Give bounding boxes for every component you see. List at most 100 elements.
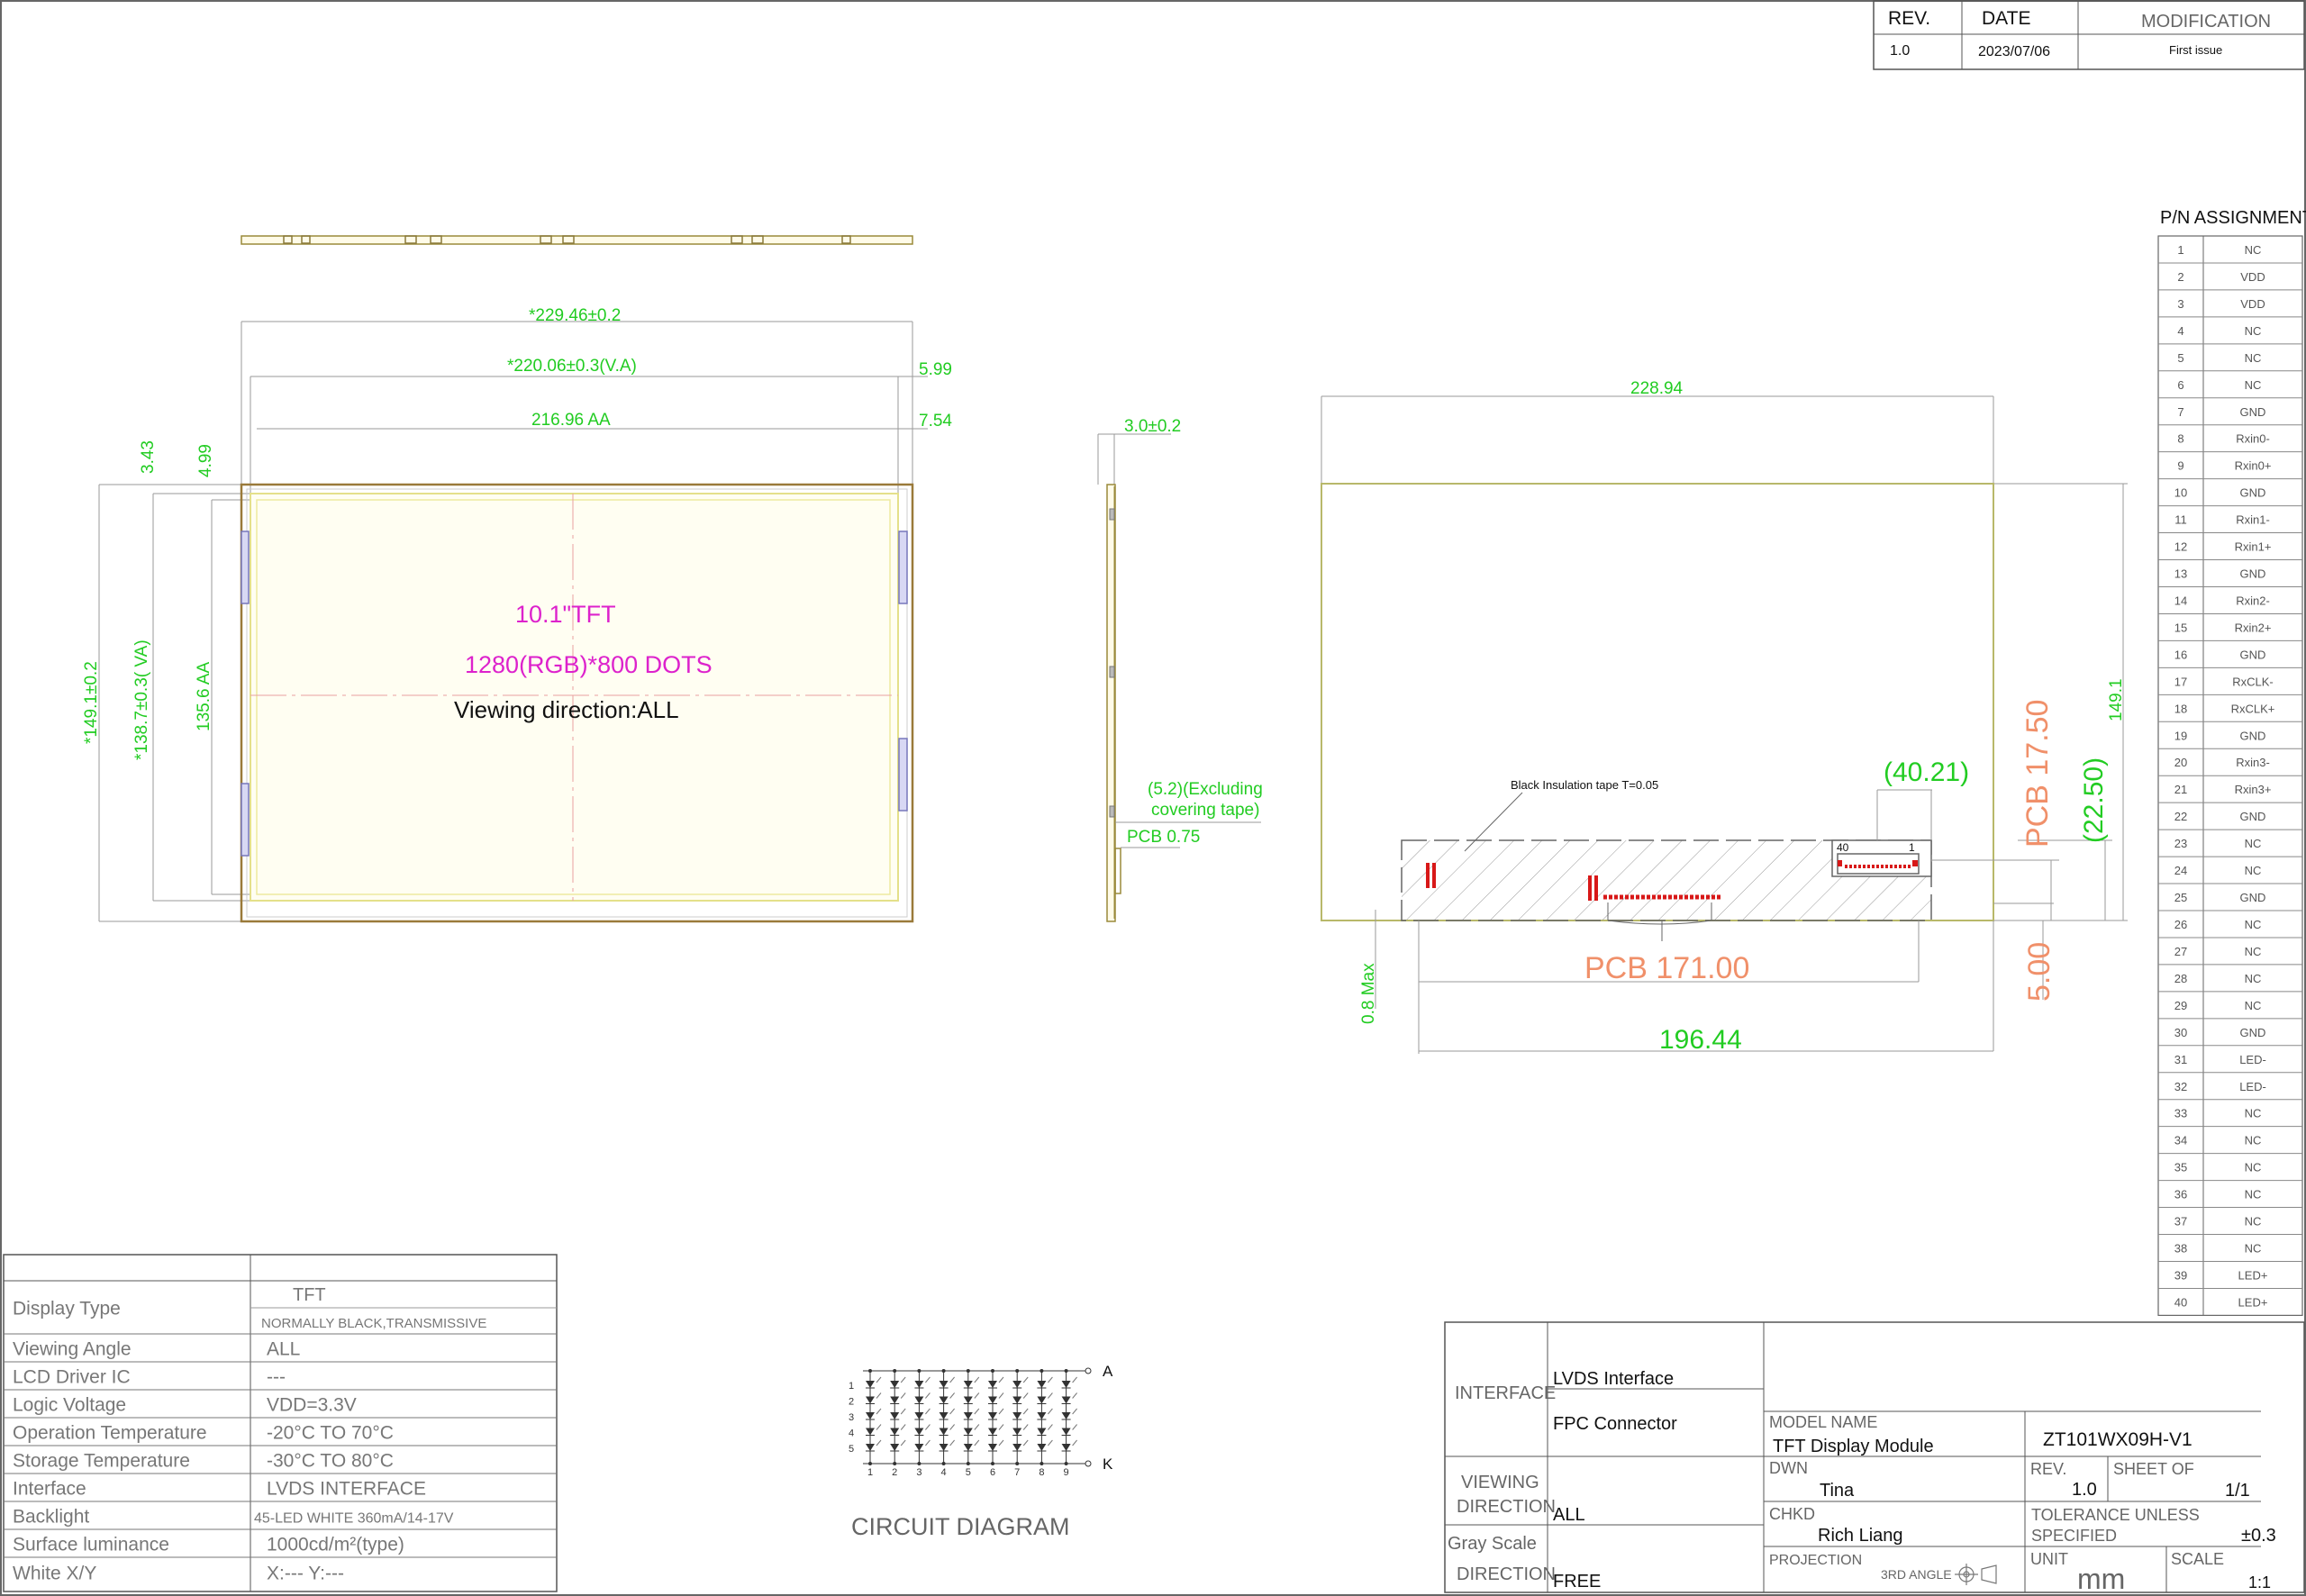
pin-signal: NC bbox=[2245, 243, 2262, 257]
pin-number: 25 bbox=[2174, 891, 2187, 904]
spec-value: LVDS INTERFACE bbox=[267, 1479, 426, 1500]
spec-value: 45-LED WHITE 360mA/14-17V bbox=[254, 1511, 454, 1527]
spec-label: Backlight bbox=[13, 1507, 89, 1528]
pin-number: 7 bbox=[2177, 405, 2183, 419]
circuit-row-label: 5 bbox=[849, 1444, 854, 1455]
rev-value-tb: 1.0 bbox=[2072, 1480, 2097, 1500]
circuit-column-label: 4 bbox=[941, 1467, 947, 1478]
pin-signal: GND bbox=[2240, 729, 2266, 742]
pin-number: 32 bbox=[2174, 1080, 2187, 1093]
dwn-label: DWN bbox=[1769, 1459, 1808, 1477]
dim-va-width: *220.06±0.3(V.A) bbox=[507, 357, 637, 376]
pin-signal: NC bbox=[2245, 972, 2262, 985]
pin-number: 21 bbox=[2174, 783, 2187, 796]
date-header: DATE bbox=[1982, 8, 2030, 29]
sheet-value: 1/1 bbox=[2225, 1481, 2250, 1501]
model-name-value: TFT Display Module bbox=[1773, 1437, 1934, 1456]
circuit-row-label: 3 bbox=[849, 1412, 854, 1423]
sheet-label: SHEET OF bbox=[2113, 1460, 2194, 1478]
pin-signal: NC bbox=[2245, 378, 2262, 392]
circuit-column-label: 5 bbox=[966, 1467, 971, 1478]
part-number: ZT101WX09H-V1 bbox=[2043, 1429, 2193, 1450]
dim-overall-width: *229.46±0.2 bbox=[529, 306, 621, 325]
rev-header: REV. bbox=[1888, 8, 1930, 29]
dim-overall-height: *149.1±0.2 bbox=[82, 661, 101, 744]
dim-right-599: 5.99 bbox=[919, 360, 952, 379]
pin-signal: GND bbox=[2240, 810, 2266, 823]
circuit-row-label: 4 bbox=[849, 1428, 854, 1439]
pin-number: 18 bbox=[2174, 702, 2187, 715]
led-diode-icon bbox=[1037, 1444, 1047, 1451]
led-diode-icon bbox=[988, 1428, 997, 1436]
modification-header: MODIFICATION bbox=[2141, 12, 2271, 32]
spec-label: Viewing Angle bbox=[13, 1339, 132, 1360]
pin-signal: Rxin2- bbox=[2236, 594, 2270, 607]
led-diode-icon bbox=[1037, 1396, 1047, 1404]
pin-number: 17 bbox=[2174, 675, 2187, 688]
title-block: INTERFACE LVDS Interface FPC Connector V… bbox=[1444, 1321, 2305, 1595]
tolerance-label-2: SPECIFIED bbox=[2031, 1527, 2117, 1545]
pin-number: 6 bbox=[2177, 378, 2183, 392]
led-diode-icon bbox=[914, 1444, 924, 1451]
circuit-row-label: 2 bbox=[849, 1397, 854, 1408]
scale-value: 1:1 bbox=[2248, 1573, 2271, 1591]
revision-table: REV. DATE MODIFICATION 1.0 2023/07/06 Fi… bbox=[1873, 0, 2305, 70]
circuit-column-label: 7 bbox=[1014, 1467, 1020, 1478]
circuit-cathode-label: K bbox=[1103, 1455, 1113, 1473]
spec-value: TFT bbox=[293, 1285, 326, 1305]
led-diode-icon bbox=[1037, 1381, 1047, 1388]
led-diode-icon bbox=[1037, 1428, 1047, 1436]
pin-number: 33 bbox=[2174, 1107, 2187, 1120]
dim-rear-width: 228.94 bbox=[1630, 379, 1684, 398]
pin-signal: NC bbox=[2245, 351, 2262, 365]
projection-value: 3RD ANGLE bbox=[1881, 1567, 1952, 1582]
gray-scale-value: FREE bbox=[1553, 1572, 1601, 1591]
rev-label: REV. bbox=[2030, 1460, 2066, 1478]
pin-number: 24 bbox=[2174, 864, 2187, 877]
pin-number: 4 bbox=[2177, 324, 2183, 338]
pin-signal: GND bbox=[2240, 405, 2266, 419]
led-diode-icon bbox=[914, 1428, 924, 1436]
led-diode-icon bbox=[1061, 1444, 1071, 1451]
pin-number: 30 bbox=[2174, 1026, 2187, 1039]
viewing-area bbox=[250, 493, 899, 902]
pin-number: 38 bbox=[2174, 1242, 2187, 1256]
dim-va-height: *138.7±0.3( VA) bbox=[132, 639, 151, 760]
connector-pin-40: 40 bbox=[1837, 841, 1849, 854]
spec-value: NORMALLY BLACK,TRANSMISSIVE bbox=[261, 1316, 486, 1331]
pin-signal: Rxin0- bbox=[2236, 432, 2270, 446]
led-diode-icon bbox=[939, 1444, 949, 1451]
led-diode-icon bbox=[866, 1444, 875, 1451]
pin-signal: RxCLK+ bbox=[2231, 702, 2275, 715]
pin-number: 37 bbox=[2174, 1215, 2187, 1229]
spec-label: Interface bbox=[13, 1479, 86, 1500]
led-diode-icon bbox=[890, 1428, 900, 1436]
pin-number: 29 bbox=[2174, 999, 2187, 1012]
pin-signal: Rxin2+ bbox=[2235, 621, 2272, 634]
pin-signal: NC bbox=[2245, 945, 2262, 958]
pin-signal: NC bbox=[2245, 1134, 2262, 1147]
pin-number: 31 bbox=[2174, 1053, 2187, 1066]
pin-number: 34 bbox=[2174, 1134, 2187, 1147]
pin-signal: NC bbox=[2245, 1242, 2262, 1256]
pin-number: 8 bbox=[2177, 432, 2183, 446]
circuit-column-label: 8 bbox=[1039, 1467, 1044, 1478]
led-diode-icon bbox=[939, 1428, 949, 1436]
rev-value: 1.0 bbox=[1890, 43, 1910, 59]
date-value: 2023/07/06 bbox=[1978, 44, 2050, 59]
spec-value: -20°C TO 70°C bbox=[267, 1423, 394, 1444]
pin-signal: Rxin1- bbox=[2236, 513, 2270, 527]
led-diode-icon bbox=[890, 1381, 900, 1388]
led-diode-icon bbox=[866, 1428, 875, 1436]
spec-label: LCD Driver IC bbox=[13, 1367, 131, 1388]
dim-note-line2: covering tape) bbox=[1151, 801, 1259, 820]
tolerance-value: ±0.3 bbox=[2241, 1526, 2276, 1546]
pin-signal: Rxin3- bbox=[2236, 756, 2270, 769]
led-diode-icon bbox=[939, 1396, 949, 1404]
interface-value-1: LVDS Interface bbox=[1553, 1369, 1674, 1389]
dwn-value: Tina bbox=[1820, 1481, 1855, 1501]
pin-number: 22 bbox=[2174, 810, 2187, 823]
pin-number: 39 bbox=[2174, 1268, 2187, 1282]
